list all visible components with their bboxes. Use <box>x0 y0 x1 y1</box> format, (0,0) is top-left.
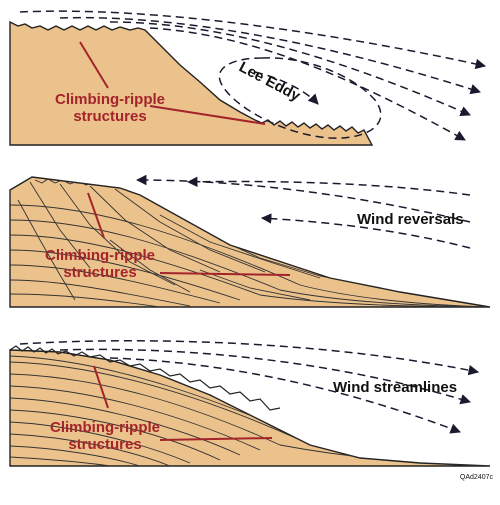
lee-eddy-label: Lee Eddy <box>236 59 303 106</box>
bottom-dune-body <box>9 349 491 467</box>
bottom-panel: Climbing-ripple structures Wind streamli… <box>9 340 491 467</box>
wind-line <box>19 340 480 376</box>
bottom-label-line1: Climbing-ripple <box>50 419 160 436</box>
bottom-pointer-line-upper <box>93 365 109 409</box>
wind-line <box>149 27 466 141</box>
wind-streamlines-label: Wind streamlines <box>333 379 457 396</box>
middle-pointer-line-lower <box>159 272 291 276</box>
wind-line <box>109 21 471 117</box>
middle-cross-bedding <box>10 178 490 307</box>
wind-line <box>59 16 482 95</box>
middle-label-line1: Climbing-ripple <box>45 247 155 264</box>
reversal-arrow <box>260 213 471 249</box>
top-wind-lines <box>19 10 487 141</box>
wind-line <box>19 10 487 70</box>
lee-eddy-loop <box>218 57 382 139</box>
bottom-label-line2: structures <box>68 436 141 453</box>
reversal-arrow <box>186 176 471 196</box>
lee-eddy-arrow <box>254 71 319 105</box>
middle-pointer-line-upper <box>87 192 105 239</box>
wind-reversals-label: Wind reversals <box>357 211 464 228</box>
bottom-wind-lines <box>19 340 480 434</box>
middle-dune-body <box>9 176 491 308</box>
middle-label-line2: structures <box>63 264 136 281</box>
bottom-pointer-line-lower <box>159 437 273 441</box>
wind-line <box>59 348 472 405</box>
top-pointer-line-lower <box>149 105 266 125</box>
bottom-ripple-crest <box>9 345 281 411</box>
top-pointer-line-upper <box>79 41 109 89</box>
wind-line <box>109 357 461 434</box>
reversal-arrow <box>135 174 471 223</box>
top-label-line2: structures <box>73 108 146 125</box>
wind-reversal-arrows <box>135 174 471 249</box>
top-panel: Climbing-ripple structures Lee Eddy <box>9 10 487 146</box>
figure-id: QAd2407c <box>460 474 494 481</box>
top-label-line1: Climbing-ripple <box>55 91 165 108</box>
middle-panel: Climbing-ripple structures Wind reversal… <box>9 174 491 308</box>
top-dune-body <box>9 20 374 146</box>
